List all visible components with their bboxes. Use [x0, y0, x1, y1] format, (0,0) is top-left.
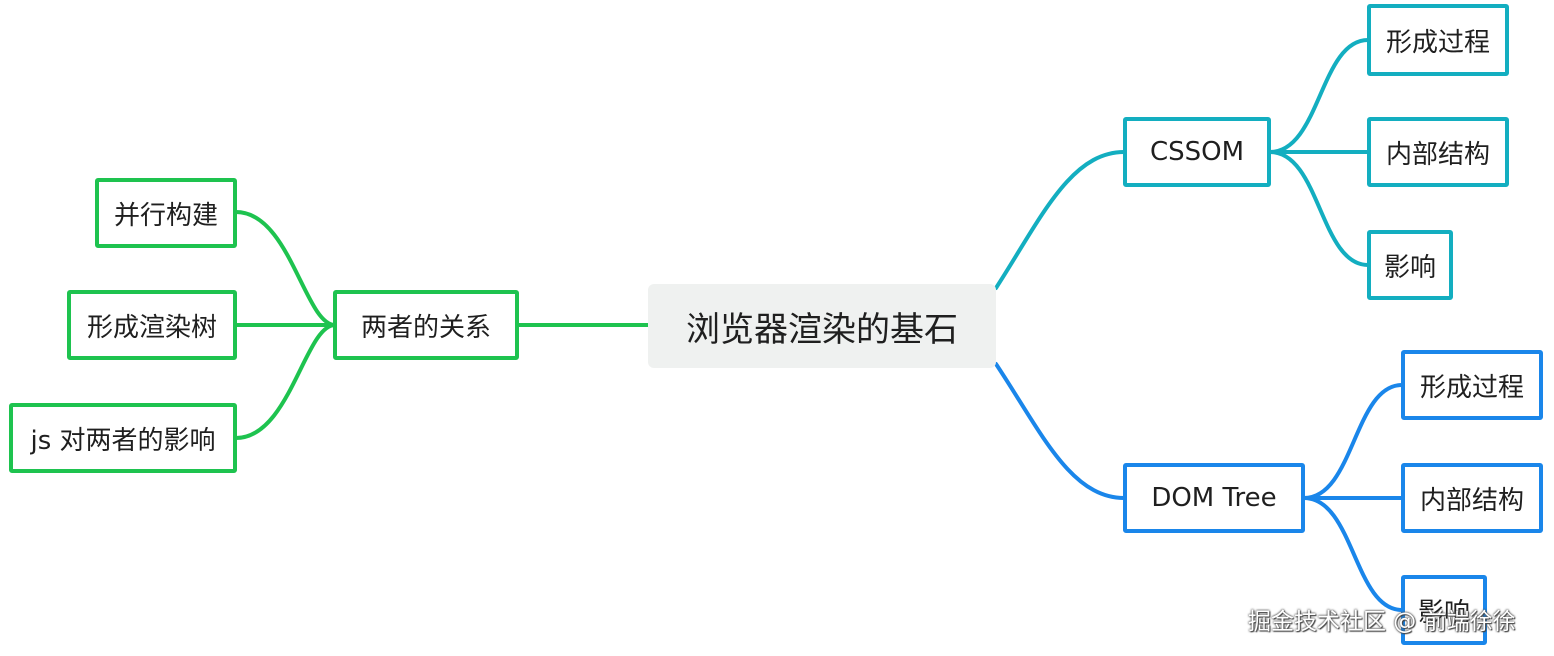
dom-child-node[interactable]: 形成过程	[1401, 350, 1543, 420]
dom-child-node[interactable]: 影响	[1401, 575, 1487, 645]
connector-relation-child-3	[234, 323, 337, 440]
relation-child-node[interactable]: 形成渲染树	[67, 290, 237, 360]
connector-relation-child-1	[234, 210, 337, 327]
dom-child-node[interactable]: 内部结构	[1401, 463, 1543, 533]
cssom-node[interactable]: CSSOM	[1123, 117, 1271, 187]
connector-cssom-child-1	[1268, 38, 1370, 154]
cssom-node-label: CSSOM	[1149, 137, 1245, 167]
cssom-child-label: 形成过程	[1385, 27, 1490, 58]
dom-child-label: 影响	[1417, 597, 1470, 628]
connector-cssom-child-3	[1268, 150, 1370, 267]
relation-child-node[interactable]: js 对两者的影响	[9, 403, 237, 473]
relation-child-label: js 对两者的影响	[30, 425, 216, 456]
dom-child-label: 形成过程	[1419, 372, 1524, 403]
relation-child-label: 形成渲染树	[86, 312, 217, 343]
connector-root-dom	[994, 362, 1126, 500]
relation-child-label: 并行构建	[113, 200, 218, 231]
relation-child-node[interactable]: 并行构建	[95, 178, 237, 248]
relation-node[interactable]: 两者的关系	[333, 290, 519, 360]
root-node[interactable]: 浏览器渲染的基石	[648, 284, 996, 368]
relation-node-label: 两者的关系	[360, 312, 491, 343]
cssom-child-node[interactable]: 内部结构	[1367, 117, 1509, 187]
dom-tree-node-label: DOM Tree	[1151, 483, 1277, 513]
cssom-child-label: 影响	[1383, 252, 1436, 283]
root-node-label: 浏览器渲染的基石	[686, 309, 958, 350]
dom-tree-node[interactable]: DOM Tree	[1123, 463, 1305, 533]
connector-dom-child-3	[1302, 496, 1404, 612]
cssom-child-node[interactable]: 影响	[1367, 230, 1453, 300]
connector-root-cssom	[994, 150, 1126, 290]
cssom-child-node[interactable]: 形成过程	[1367, 4, 1509, 76]
connector-dom-child-1	[1302, 383, 1404, 500]
dom-child-label: 内部结构	[1419, 485, 1524, 516]
watermark-text: 掘金技术社区 @ 前端徐徐	[1248, 609, 1516, 635]
cssom-child-label: 内部结构	[1385, 139, 1490, 170]
